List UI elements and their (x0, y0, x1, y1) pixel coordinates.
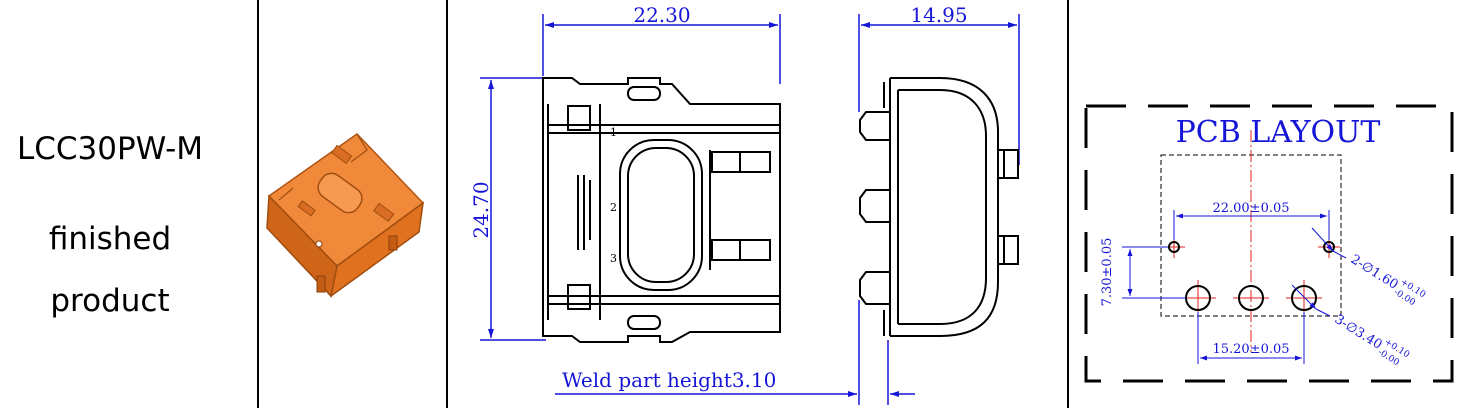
product-desc-line1: finished (48, 221, 172, 257)
product-label-cell: LCC30PW-M finished product (0, 0, 258, 408)
mechanical-drawing: 22.30 24.70 (469, 3, 1020, 405)
dimension-hole-span-label: 15.20±0.05 (1212, 342, 1289, 357)
pcb-large-holes (1180, 280, 1322, 316)
body-mark-1: 1 (610, 126, 617, 139)
pcb-frame (1084, 104, 1454, 383)
product-render (266, 133, 425, 298)
dimension-width-label: 22.30 (633, 3, 690, 27)
product-model: LCC30PW-M (16, 131, 204, 167)
note-small-holes: 2-∅1.60 (1348, 252, 1401, 293)
front-view (542, 77, 781, 343)
pcb-layout-cell: PCB LAYOUT 22.00±0.05 (1069, 0, 1468, 408)
dimension-vertical (1122, 246, 1186, 299)
drawing-cell: 22.30 24.70 (448, 0, 1067, 408)
dimension-pin-span (1173, 210, 1330, 240)
column-divider-3 (1067, 0, 1069, 408)
pcb-title: PCB LAYOUT (1176, 115, 1381, 150)
product-desc-line2: product (50, 283, 170, 319)
dimension-hole-span (1197, 312, 1305, 364)
weld-dimension (555, 300, 915, 405)
dimension-depth (858, 14, 1020, 165)
dimension-vertical-label: 7.30±0.05 (1100, 238, 1115, 307)
note-small-holes-group: 2-∅1.60 +0.10 -0.00 (1348, 252, 1427, 308)
connector-3d-image (266, 133, 425, 298)
dimension-height-label: 24.70 (469, 181, 493, 238)
note-large-holes-group: 3-∅3.40 +0.10 -0.00 (1332, 312, 1411, 368)
column-divider-1 (257, 0, 259, 408)
dimension-width (542, 14, 781, 84)
leader-lines (1291, 227, 1347, 317)
dimension-height (480, 77, 546, 341)
product-photo-cell (259, 0, 446, 408)
body-mark-3: 3 (610, 252, 617, 265)
note-large-holes: 3-∅3.40 (1332, 312, 1385, 353)
side-view (859, 77, 1019, 337)
column-divider-2 (446, 0, 448, 408)
dimension-depth-label: 14.95 (910, 3, 967, 27)
dimension-pin-span-label: 22.00±0.05 (1212, 201, 1289, 216)
pcb-layout-drawing: PCB LAYOUT 22.00±0.05 (1084, 104, 1454, 383)
weld-height-label: Weld part height3.10 (562, 368, 776, 392)
body-mark-2: 2 (610, 201, 617, 214)
